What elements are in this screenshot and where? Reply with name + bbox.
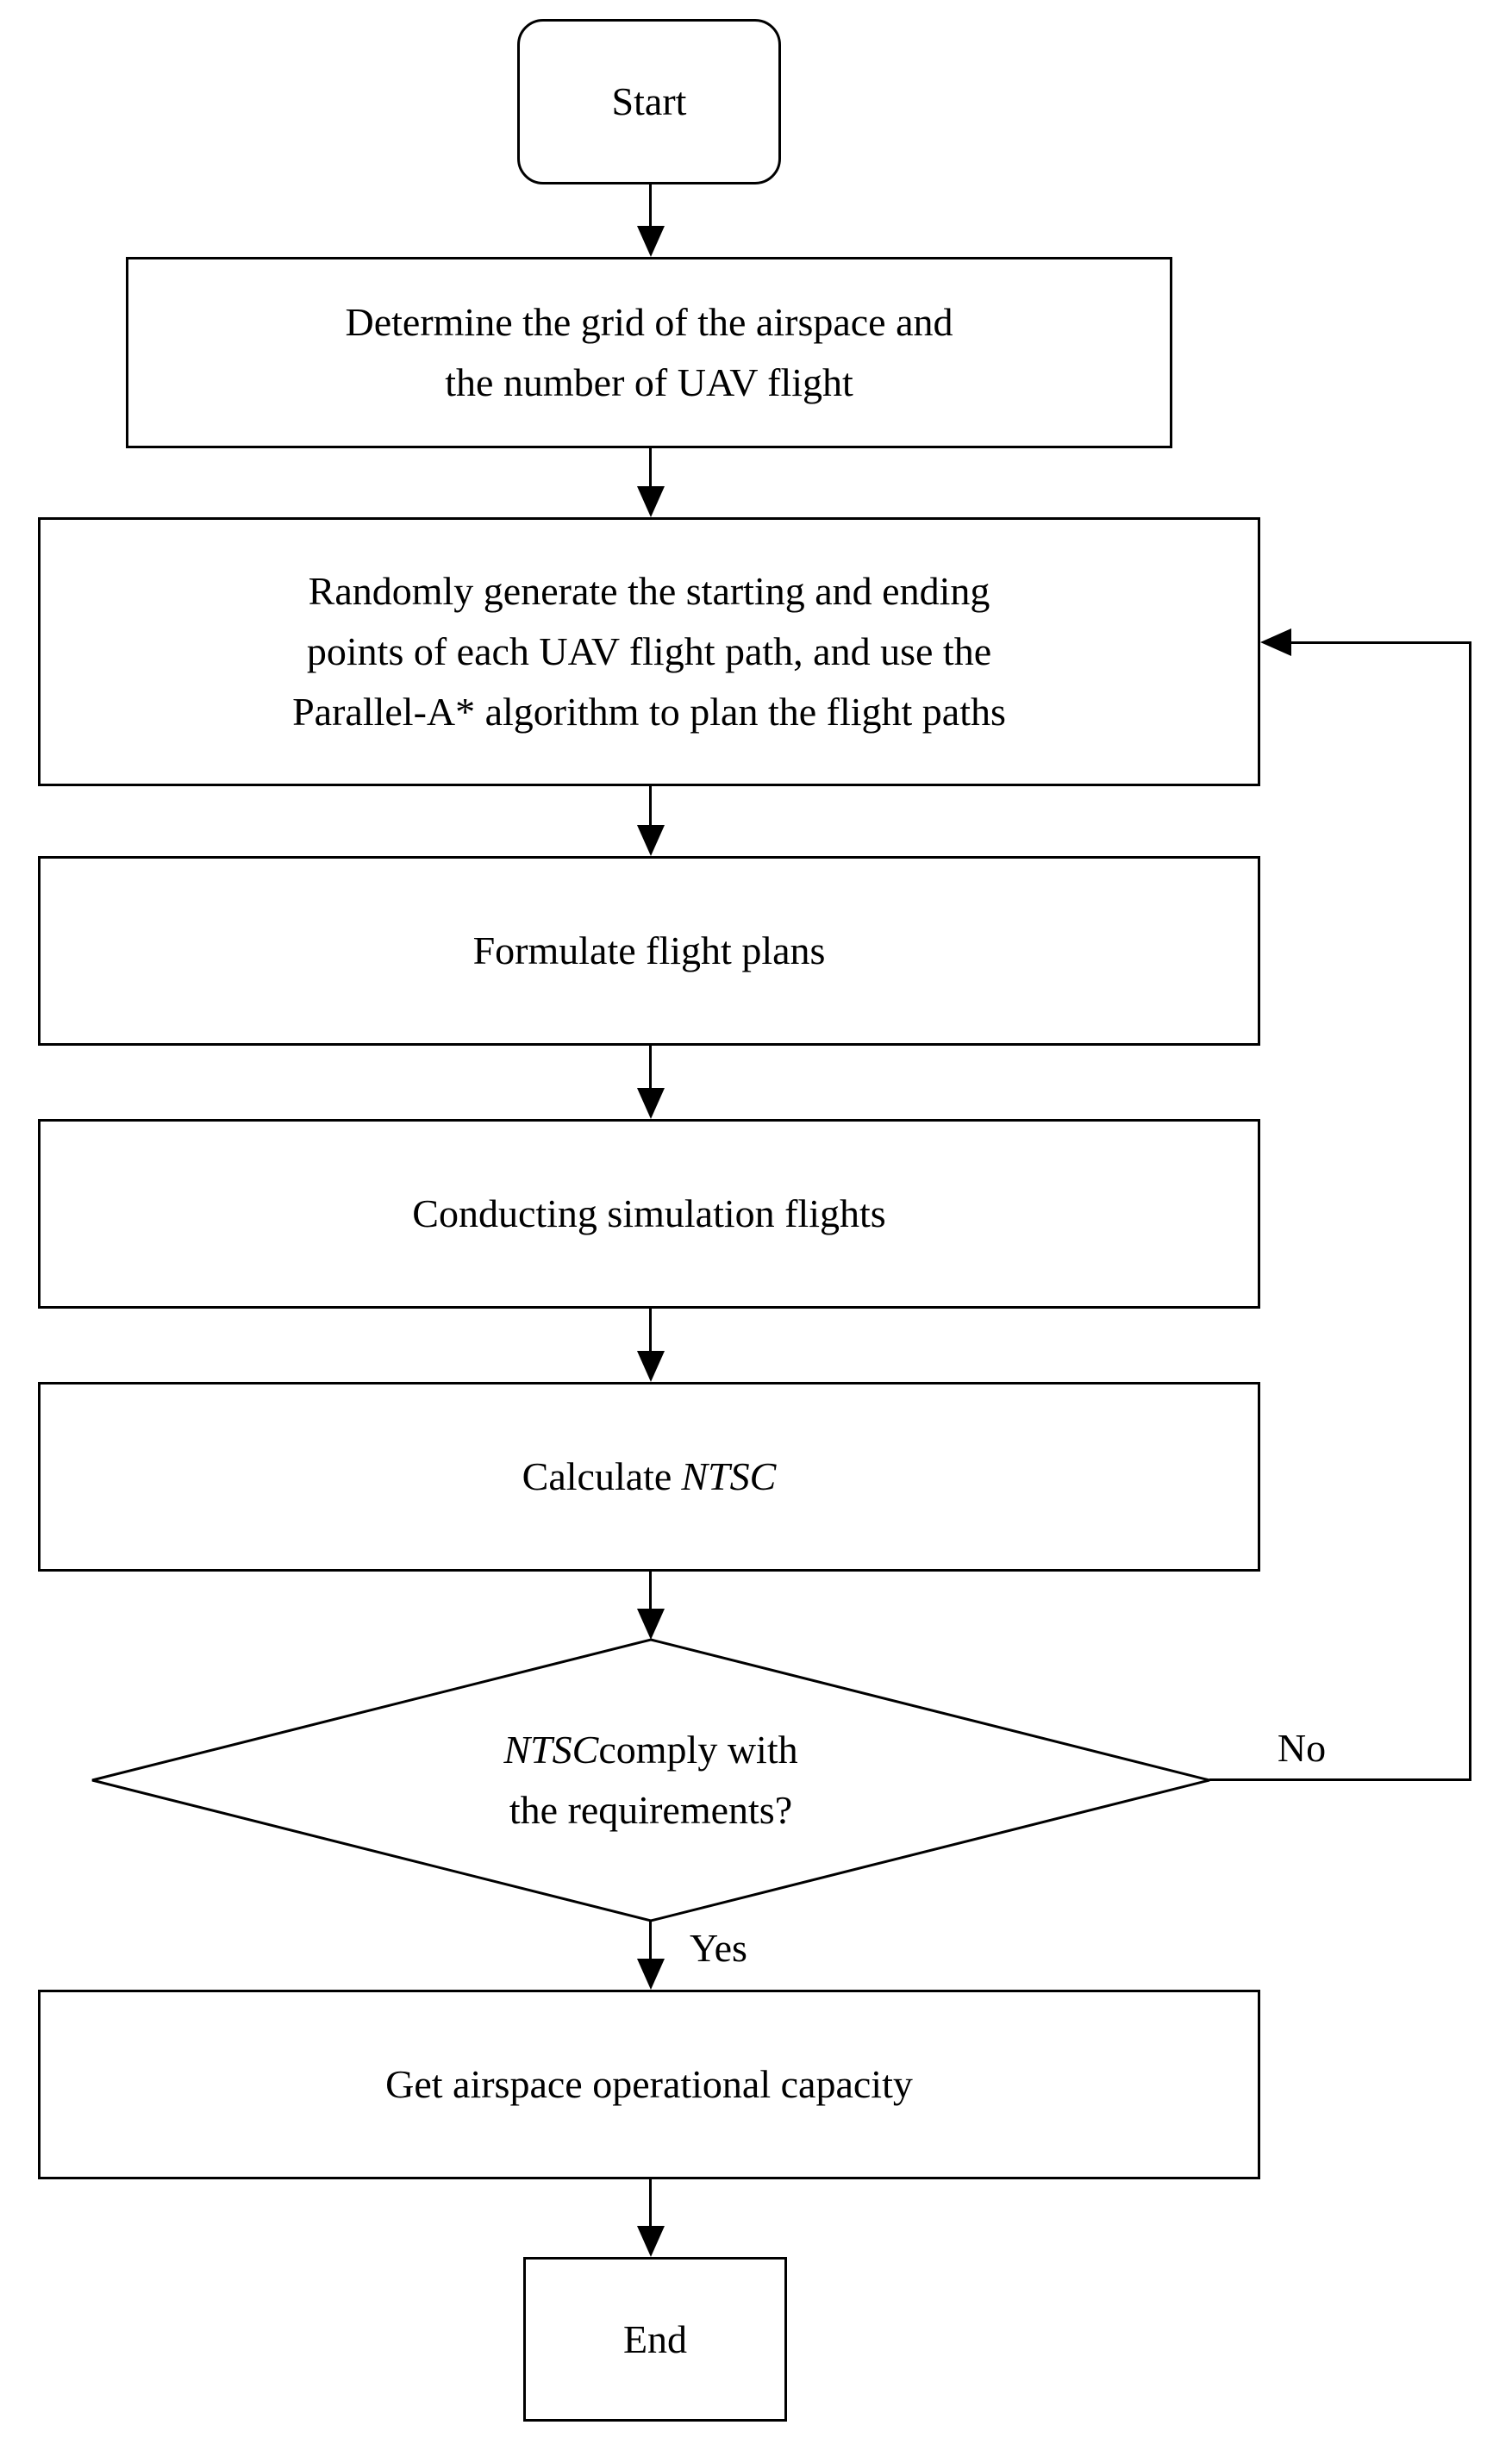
- decision-line2: the requirements?: [509, 1788, 793, 1832]
- arrow-calculate-decision-head-icon: [637, 1609, 665, 1640]
- simulate-label: Conducting simulation flights: [412, 1191, 886, 1235]
- start-label: Start: [611, 79, 687, 123]
- arrow-generate-formulate-shaft: [649, 786, 652, 825]
- capacity-label: Get airspace operational capacity: [385, 2062, 913, 2106]
- determine-box: Determine the grid of the airspace and t…: [126, 257, 1172, 448]
- end-label: End: [622, 2316, 688, 2361]
- decision-line1-rest: comply with: [598, 1728, 798, 1772]
- arrow-determine-generate-shaft: [649, 448, 652, 486]
- generate-line2: points of each UAV flight path, and use …: [306, 629, 992, 673]
- decision-line1: NTSCcomply with: [216, 1720, 1086, 1780]
- arrow-generate-formulate-head-icon: [637, 825, 665, 856]
- no-path-top-segment: [1291, 641, 1471, 644]
- start-node: Start: [517, 19, 781, 184]
- determine-line2: the number of UAV flight: [445, 360, 853, 404]
- arrow-formulate-simulate-head-icon: [637, 1088, 665, 1119]
- arrow-capacity-end-head-icon: [637, 2226, 665, 2257]
- generate-line3: Parallel-A* algorithm to plan the flight…: [292, 690, 1006, 734]
- generate-line1: Randomly generate the starting and endin…: [308, 569, 990, 613]
- arrow-simulate-calculate-shaft: [649, 1309, 652, 1351]
- formulate-label: Formulate flight plans: [472, 928, 826, 972]
- arrow-capacity-end-shaft: [649, 2179, 652, 2226]
- arrow-decision-capacity-head-icon: [637, 1959, 665, 1990]
- generate-box: Randomly generate the starting and endin…: [38, 517, 1260, 786]
- simulate-box: Conducting simulation flights: [38, 1119, 1260, 1309]
- arrow-determine-generate-head-icon: [637, 486, 665, 517]
- arrow-formulate-simulate-shaft: [649, 1046, 652, 1088]
- no-path-head-icon: [1260, 628, 1291, 656]
- yes-label: Yes: [690, 1926, 747, 1970]
- no-path-bottom-segment: [1209, 1778, 1471, 1781]
- calculate-prefix: Calculate: [522, 1454, 672, 1498]
- decision-text: NTSCcomply with the requirements?: [216, 1720, 1086, 1841]
- decision-ntsc-italic: NTSC: [503, 1728, 599, 1772]
- arrow-decision-capacity-shaft: [649, 1921, 652, 1959]
- determine-line1: Determine the grid of the airspace and: [345, 300, 953, 344]
- arrow-simulate-calculate-head-icon: [637, 1351, 665, 1382]
- arrow-start-determine-head-icon: [637, 226, 665, 257]
- arrow-calculate-decision-shaft: [649, 1572, 652, 1609]
- arrow-start-determine-shaft: [649, 184, 652, 226]
- calculate-ntsc-italic: NTSC: [681, 1454, 777, 1498]
- no-path-vertical-segment: [1469, 641, 1471, 1781]
- formulate-box: Formulate flight plans: [38, 856, 1260, 1046]
- no-label: No: [1277, 1726, 1327, 1770]
- end-node: End: [523, 2257, 787, 2422]
- capacity-box: Get airspace operational capacity: [38, 1990, 1260, 2179]
